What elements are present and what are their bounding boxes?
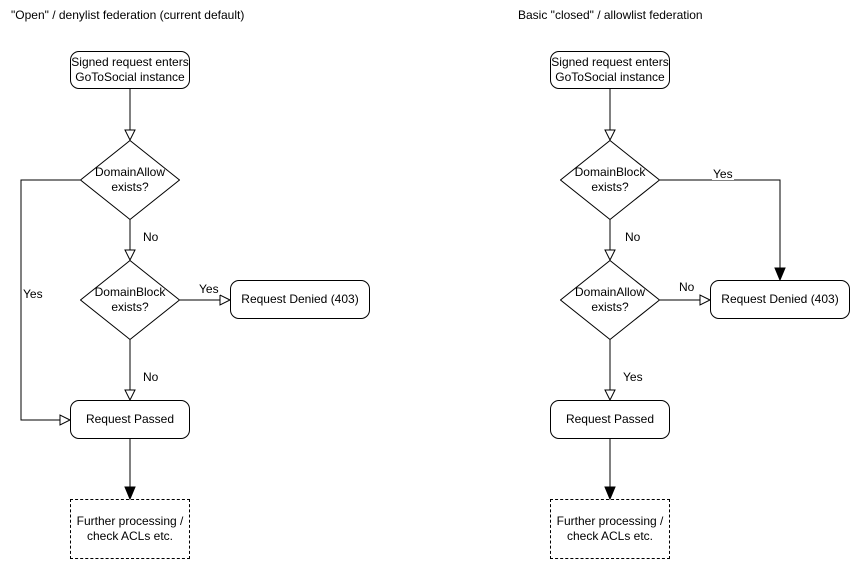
edge-label-open-decision2-yes: Yes <box>198 282 220 296</box>
arrowhead-open-passed-left <box>59 414 72 426</box>
node-request-denied-open: Request Denied (403) <box>230 280 370 319</box>
arrowhead-open-denied <box>219 294 232 306</box>
node-request-denied-closed-label: Request Denied (403) <box>721 292 839 306</box>
node-request-passed-open-label: Request Passed <box>85 412 175 426</box>
arrowhead-open-passed-top <box>124 389 136 402</box>
arrowhead-open-decision1 <box>124 129 136 142</box>
arrowhead-closed-decision2 <box>604 249 616 262</box>
node-request-denied-closed: Request Denied (403) <box>710 280 850 319</box>
diagram-title-open-federation: "Open" / denylist federation (current de… <box>11 8 245 22</box>
node-start-closed: Signed request enters GoToSocial instanc… <box>550 51 670 89</box>
edge-closed-decision1-yes-to-denied <box>660 179 781 278</box>
node-request-denied-open-label: Request Denied (403) <box>241 292 359 306</box>
edge-open-decision1-yes-to-passed <box>20 179 80 421</box>
diamond-shape <box>560 140 660 220</box>
edge-label-closed-decision2-yes: Yes <box>622 370 644 384</box>
edge-label-closed-decision2-no: No <box>678 280 696 294</box>
arrowhead-closed-denied-top <box>774 267 786 282</box>
diamond-shape <box>80 140 180 220</box>
arrowhead-closed-passed-top <box>604 389 616 402</box>
diamond-shape <box>80 260 180 340</box>
edge-label-open-decision1-yes: Yes <box>23 287 43 301</box>
node-start-open-label: Signed request enters GoToSocial instanc… <box>71 55 189 84</box>
arrowhead-open-decision2 <box>124 249 136 262</box>
edge-label-closed-decision1-no: No <box>624 230 642 244</box>
node-start-open: Signed request enters GoToSocial instanc… <box>70 51 190 89</box>
edge-label-closed-decision1-yes: Yes <box>712 167 734 181</box>
arrowhead-closed-decision1 <box>604 129 616 142</box>
node-start-closed-label: Signed request enters GoToSocial instanc… <box>551 55 669 84</box>
node-decision-domainallow-closed-label: DomainAllow exists? <box>574 285 646 314</box>
node-decision-domainblock-closed-label: DomainBlock exists? <box>574 165 646 194</box>
node-further-processing-open: Further processing / check ACLs etc. <box>70 499 190 559</box>
node-further-processing-open-label: Further processing / check ACLs etc. <box>76 514 184 543</box>
diamond-shape <box>560 260 660 340</box>
node-request-passed-open: Request Passed <box>70 400 190 439</box>
node-decision-domainblock-open-label: DomainBlock exists? <box>94 285 166 314</box>
node-decision-domainallow-open: DomainAllow exists? <box>80 140 180 220</box>
edge-label-open-decision1-no: No <box>142 230 160 244</box>
node-decision-domainallow-closed: DomainAllow exists? <box>560 260 660 340</box>
arrowhead-closed-denied-left <box>699 294 712 306</box>
node-further-processing-closed: Further processing / check ACLs etc. <box>550 499 670 559</box>
arrowhead-open-further <box>124 486 136 501</box>
edge-label-open-decision2-no: No <box>142 370 160 384</box>
diagram-title-closed-federation: Basic "closed" / allowlist federation <box>518 8 703 22</box>
node-request-passed-closed: Request Passed <box>550 400 670 439</box>
node-request-passed-closed-label: Request Passed <box>565 412 655 426</box>
arrowhead-closed-further <box>604 486 616 501</box>
node-decision-domainblock-closed: DomainBlock exists? <box>560 140 660 220</box>
node-decision-domainallow-open-label: DomainAllow exists? <box>94 165 166 194</box>
node-decision-domainblock-open: DomainBlock exists? <box>80 260 180 340</box>
node-further-processing-closed-label: Further processing / check ACLs etc. <box>556 514 664 543</box>
